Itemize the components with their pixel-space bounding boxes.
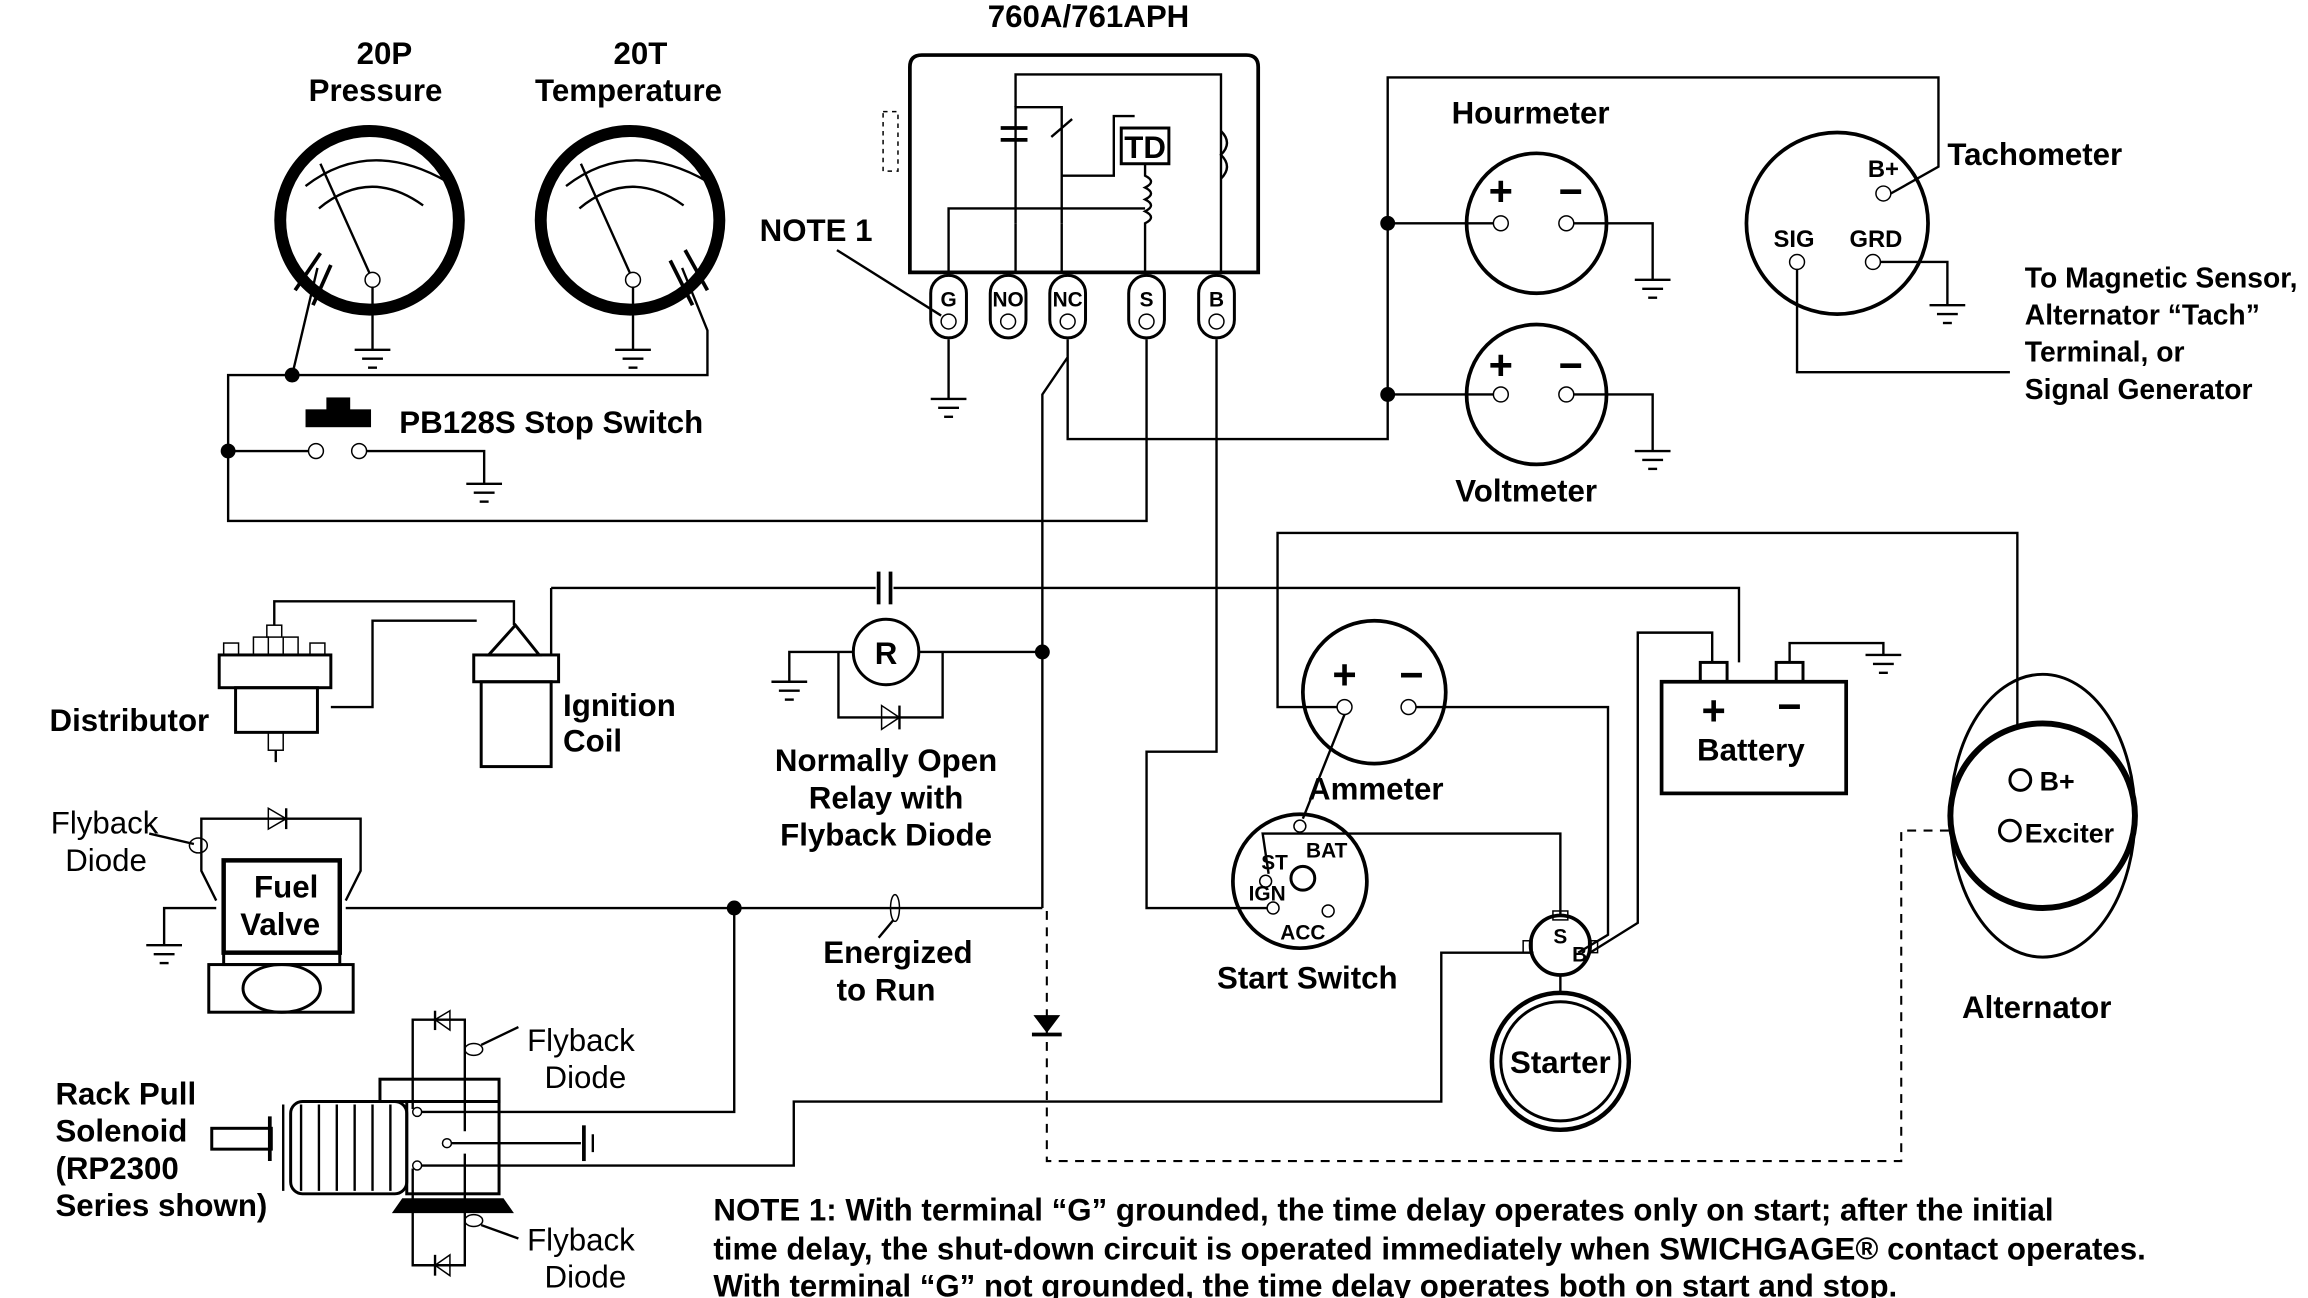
ignition-coil-label: Ignition [563, 688, 676, 723]
relay-r: R Normally Open Relay with Flyback Diode [770, 617, 1043, 852]
terminal-g[interactable]: G [929, 273, 968, 340]
terminal-s[interactable]: S [1127, 273, 1166, 340]
battery: + − Battery [1659, 660, 1849, 796]
note-line-3: With terminal “G” not grounded, the time… [713, 1269, 1897, 1298]
rack-diode-top-label: Flyback [527, 1023, 635, 1058]
voltmeter-plus: + [1489, 342, 1513, 389]
svg-text:Signal Generator: Signal Generator [2025, 373, 2253, 405]
rack-diode-bottom-label-2: Diode [545, 1260, 627, 1295]
tach-grd: GRD [1849, 226, 1902, 253]
pressure-gauge: 20P Pressure [274, 36, 465, 369]
pressure-model: 20P [357, 36, 413, 71]
terminal-s-label: S [1140, 289, 1154, 312]
alternator-exciter: Exciter [2025, 819, 2115, 849]
rack-pull-label: Rack Pull [55, 1076, 196, 1111]
temperature-label: Temperature [535, 73, 722, 108]
relay-box-title: 760A/761APH [988, 0, 1190, 34]
rack-diode-top-label-2: Diode [545, 1060, 627, 1095]
distributor-label: Distributor [50, 703, 210, 738]
start-switch-label: Start Switch [1217, 960, 1398, 995]
pressure-label: Pressure [309, 73, 443, 108]
terminal-nc-label: NC [1053, 289, 1083, 312]
energized-label: Energized [823, 935, 972, 970]
relay-box-760a: 760A/761APH TD G NO NC S B [882, 0, 1261, 340]
relay-label-3: Flyback Diode [780, 817, 992, 852]
stop-switch-label: PB128S Stop Switch [399, 405, 703, 440]
svg-text:Terminal, or: Terminal, or [2025, 336, 2185, 368]
voltmeter-label: Voltmeter [1455, 474, 1597, 509]
start-switch-acc: ACC [1280, 921, 1325, 944]
tachometer-label: Tachometer [1947, 137, 2122, 172]
fuel-valve-label: Fuel [254, 870, 318, 905]
rack-pull-label-3: (RP2300 [55, 1151, 178, 1186]
svg-text:Alternator “Tach”: Alternator “Tach” [2025, 299, 2260, 331]
hourmeter: Hourmeter + − [1452, 96, 1610, 296]
hourmeter-minus: − [1559, 167, 1583, 214]
tach-source-note: To Magnetic Sensor, Alternator “Tach” Te… [2025, 261, 2298, 405]
terminal-g-label: G [940, 289, 956, 312]
ammeter-minus: − [1399, 651, 1423, 698]
start-switch-bat: BAT [1306, 839, 1348, 862]
pb128s-stop-switch[interactable]: PB128S Stop Switch [305, 397, 704, 460]
rack-pull-label-4: Series shown) [55, 1188, 267, 1223]
hourmeter-label: Hourmeter [1452, 96, 1610, 131]
tach-bplus: B+ [1868, 156, 1899, 183]
relay-r-symbol: R [875, 636, 898, 671]
terminal-no-label: NO [992, 289, 1023, 312]
rack-pull-label-2: Solenoid [55, 1114, 187, 1149]
tachometer: B+ SIG GRD Tachometer [1744, 130, 2122, 316]
hourmeter-plus: + [1489, 167, 1513, 214]
terminal-b[interactable]: B [1197, 273, 1236, 340]
ignition-coil-label-2: Coil [563, 724, 622, 759]
note-line-2: time delay, the shut-down circuit is ope… [713, 1231, 2145, 1266]
relay-label-2: Relay with [809, 780, 964, 815]
energized-label-2: to Run [837, 972, 936, 1007]
ignition-coil: Ignition Coil [472, 587, 676, 769]
relay-label-1: Normally Open [775, 743, 997, 778]
starter-label: Starter [1510, 1045, 1611, 1080]
terminal-nc[interactable]: NC [1048, 273, 1088, 340]
fuel-diode-label-2: Diode [65, 843, 147, 878]
terminal-b-label: B [1209, 289, 1224, 312]
voltmeter-minus: − [1559, 342, 1583, 389]
starter: Starter S B [1489, 910, 1632, 1133]
start-switch-ign: IGN [1249, 883, 1286, 906]
td-label: TD [1124, 130, 1166, 165]
alternator: B+ Exciter Alternator [1947, 672, 2138, 1025]
battery-plus: + [1702, 687, 1726, 734]
starter-s: S [1553, 926, 1567, 949]
starter-b: B [1572, 944, 1587, 967]
note-1-text: NOTE 1: With terminal “G” grounded, the … [713, 1193, 2145, 1298]
rack-diode-bottom-label: Flyback [527, 1222, 635, 1257]
alternator-bplus: B+ [2040, 766, 2075, 796]
note-1-ref: NOTE 1 [760, 213, 873, 248]
note-line-1: NOTE 1: With terminal “G” grounded, the … [713, 1193, 2053, 1228]
ammeter: + − Ammeter [1300, 618, 1448, 806]
ammeter-plus: + [1332, 651, 1356, 698]
fuel-valve: Fuel Valve Flyback Diode [51, 806, 362, 1014]
battery-minus: − [1777, 682, 1801, 729]
distributor: Distributor [50, 624, 333, 763]
fuel-valve-label-2: Valve [240, 907, 320, 942]
terminal-no[interactable]: NO [988, 273, 1028, 340]
svg-text:To Magnetic Sensor,: To Magnetic Sensor, [2025, 261, 2298, 293]
temperature-model: 20T [614, 36, 668, 71]
rack-pull-solenoid: Rack Pull Solenoid (RP2300 Series shown)… [55, 1009, 635, 1295]
ammeter-label: Ammeter [1308, 771, 1443, 806]
tach-sig: SIG [1774, 226, 1815, 253]
battery-label: Battery [1697, 733, 1805, 768]
voltmeter: + − Voltmeter [1455, 322, 1609, 509]
fuel-diode-label: Flyback [51, 806, 159, 841]
temperature-gauge: 20T Temperature [534, 36, 726, 369]
start-switch[interactable]: ST BAT IGN ACC Start Switch [1217, 812, 1398, 995]
alternator-label: Alternator [1962, 990, 2111, 1025]
